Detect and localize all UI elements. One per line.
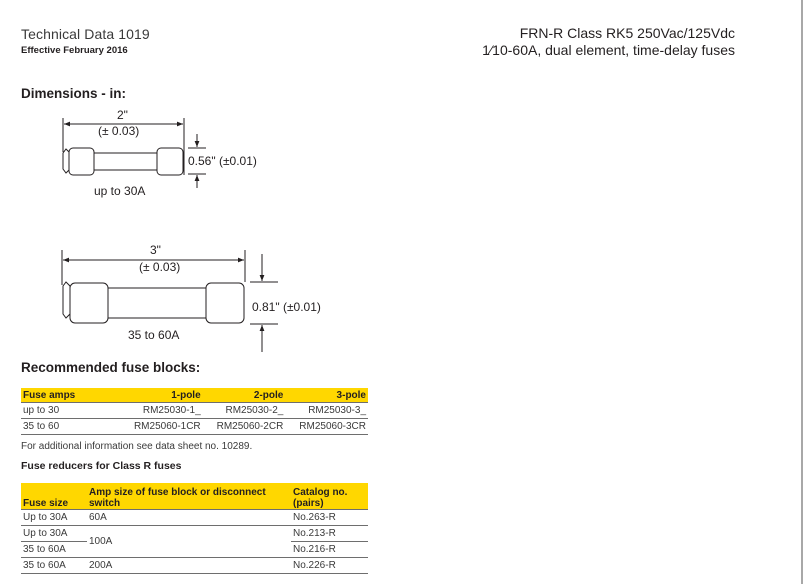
page-edge xyxy=(801,0,803,584)
fuse-small-length-tolerance: (± 0.03) xyxy=(98,124,140,138)
table-header-row: Fuse size Amp size of fuse block or disc… xyxy=(21,483,368,510)
column-header: 3-pole xyxy=(285,388,368,403)
fuse-small-caption: up to 30A xyxy=(94,184,146,198)
fuse-ferrule-right xyxy=(156,147,184,176)
column-header: Fuse amps xyxy=(21,388,120,403)
table-row: 35 to 60A No.216-R xyxy=(21,541,368,558)
table-cell: RM25060-1CR xyxy=(120,418,203,435)
fuse-ferrule-left xyxy=(69,282,109,324)
column-header: Fuse size xyxy=(21,483,87,510)
fuse-small-diameter: 0.56" (±0.01) xyxy=(188,154,257,168)
table-cell: No.213-R xyxy=(291,525,368,542)
fuse-large-diameter: 0.81" (±0.01) xyxy=(252,300,321,314)
fuse-large-caption: 35 to 60A xyxy=(128,328,180,342)
fuse-tip xyxy=(62,148,70,174)
fuse-blocks-table: Fuse amps 1-pole 2-pole 3-pole up to 30 … xyxy=(21,388,368,435)
table-cell: RM25030-2_ xyxy=(202,402,286,419)
product-title-line2: 1⁄10-60A, dual element, time-delay fuses xyxy=(482,42,735,58)
table-cell: No.226-R xyxy=(291,557,368,574)
table-cell: No.263-R xyxy=(291,509,368,526)
table-cell: Up to 30A xyxy=(21,509,87,526)
table-row: Up to 30A 60A No.263-R xyxy=(21,509,368,526)
column-header: 1-pole xyxy=(120,388,203,403)
fuse-large-length: 3" xyxy=(150,243,161,257)
column-header: 2-pole xyxy=(202,388,286,403)
effective-date: Effective February 2016 xyxy=(21,45,128,56)
product-title-line1: FRN-R Class RK5 250Vac/125Vdc xyxy=(519,25,735,41)
table-cell: RM25030-3_ xyxy=(285,402,368,419)
table-cell: RM25030-1_ xyxy=(120,402,203,419)
table-row: Up to 30A 100A No.213-R xyxy=(21,525,368,558)
fuse-ferrule-left xyxy=(68,147,95,176)
fuse-small-length: 2" xyxy=(117,108,128,122)
table-cell: 200A xyxy=(87,557,291,574)
table-cell: RM25060-3CR xyxy=(285,418,368,435)
reducers-heading: Fuse reducers for Class R fuses xyxy=(21,460,182,472)
table-cell: No.216-R xyxy=(291,541,368,558)
product-title: FRN-R Class RK5 250Vac/125Vdc 1⁄10-60A, … xyxy=(482,25,735,59)
table-cell-merged: 100A xyxy=(87,525,291,558)
dimensions-heading: Dimensions - in: xyxy=(21,86,127,101)
fuse-blocks-note: For additional information see data shee… xyxy=(21,441,253,452)
table-cell: 35 to 60A xyxy=(21,557,87,574)
table-row: up to 30 RM25030-1_ RM25030-2_ RM25030-3… xyxy=(21,402,368,419)
table-row: 35 to 60 RM25060-1CR RM25060-2CR RM25060… xyxy=(21,418,368,435)
table-row: 35 to 60A 200A No.226-R xyxy=(21,557,368,574)
fuse-small-drawing xyxy=(62,118,206,188)
fuse-ferrule-right xyxy=(205,282,245,324)
reducers-table: Fuse size Amp size of fuse block or disc… xyxy=(21,483,368,574)
table-cell: up to 30 xyxy=(21,402,120,419)
table-cell: Up to 30A xyxy=(21,525,87,542)
table-cell: 35 to 60A xyxy=(21,541,87,558)
doc-title: Technical Data 1019 xyxy=(21,26,150,42)
column-header: Catalog no. (pairs) xyxy=(291,483,368,510)
table-header-row: Fuse amps 1-pole 2-pole 3-pole xyxy=(21,388,368,403)
table-cell: RM25060-2CR xyxy=(202,418,286,435)
fuse-large-drawing xyxy=(61,250,278,352)
fuse-blocks-heading: Recommended fuse blocks: xyxy=(21,360,201,375)
table-cell: 60A xyxy=(87,509,291,526)
fuse-tip xyxy=(62,281,71,319)
column-header: Amp size of fuse block or disconnect swi… xyxy=(87,483,291,510)
fuse-large-length-tolerance: (± 0.03) xyxy=(139,260,181,274)
table-cell: 35 to 60 xyxy=(21,418,120,435)
